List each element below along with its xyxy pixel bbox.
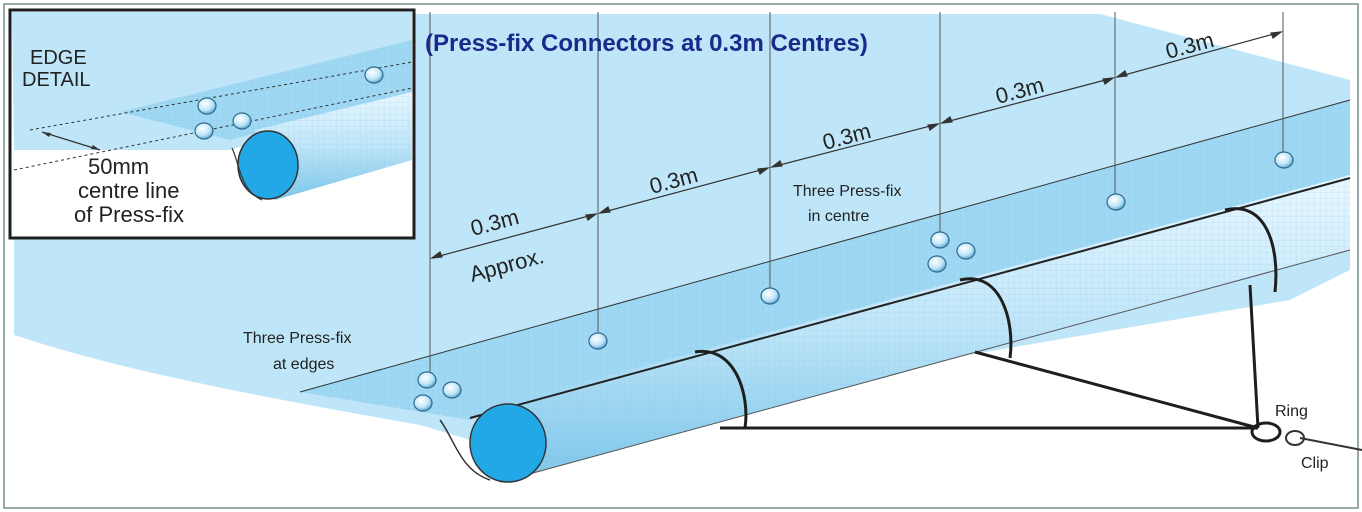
strip-top-edge <box>299 99 1351 393</box>
connector-strip-mesh <box>300 100 1350 420</box>
cover-lower-edge <box>14 335 470 470</box>
ring-icon <box>1250 421 1282 443</box>
tow-line-3 <box>1248 284 1260 429</box>
edge-detail-inset: EDGE DETAIL 50mm centre line of Press-fi… <box>8 8 416 240</box>
press-fix-connectors <box>413 151 1294 412</box>
dimension-arrows <box>429 31 1284 259</box>
press-fix-dot <box>930 231 950 249</box>
strap-1 <box>694 349 748 429</box>
strap-2 <box>959 277 1013 359</box>
centre-label-line1: Three Press-fix <box>793 183 901 200</box>
tow-line-2 <box>974 350 1259 430</box>
centre-label-line2: in centre <box>808 208 869 225</box>
roller-mesh <box>500 175 1350 482</box>
rope-line <box>1299 437 1362 451</box>
clip-label: Clip <box>1301 455 1329 472</box>
press-fix-dot <box>232 112 252 130</box>
diagram-title: (Press-fix Connectors at 0.3m Centres) <box>425 30 868 57</box>
inset-heading-line1: EDGE <box>30 47 87 69</box>
press-fix-dot <box>413 394 433 412</box>
press-fix-dot <box>1274 151 1294 169</box>
inset-measure: 50mm <box>88 154 149 179</box>
inset-heading-line2: DETAIL <box>22 69 91 91</box>
edges-label-line1: Three Press-fix <box>243 330 351 347</box>
roller-bottom-line <box>499 249 1351 483</box>
press-fix-dot <box>1106 193 1126 211</box>
cover-wrap-curl <box>439 419 491 481</box>
press-fix-dot <box>760 287 780 305</box>
press-fix-dot <box>956 242 976 260</box>
press-fix-dot <box>588 332 608 350</box>
inset-caption-line1: centre line <box>78 178 180 203</box>
inset-caption-line2: of Press-fix <box>74 202 184 227</box>
dimension-verticals <box>429 12 1284 380</box>
press-fix-dot <box>364 66 384 84</box>
press-fix-dot <box>197 97 217 115</box>
strap-3 <box>1224 207 1278 293</box>
roller-top-line <box>469 177 1351 419</box>
press-fix-dot <box>442 381 462 399</box>
press-fix-dot <box>417 371 437 389</box>
press-fix-dot <box>194 122 214 140</box>
roller-end-cap <box>469 403 547 483</box>
ring-label: Ring <box>1275 403 1308 420</box>
press-fix-dot <box>927 255 947 273</box>
edges-label-line2: at edges <box>273 356 334 373</box>
